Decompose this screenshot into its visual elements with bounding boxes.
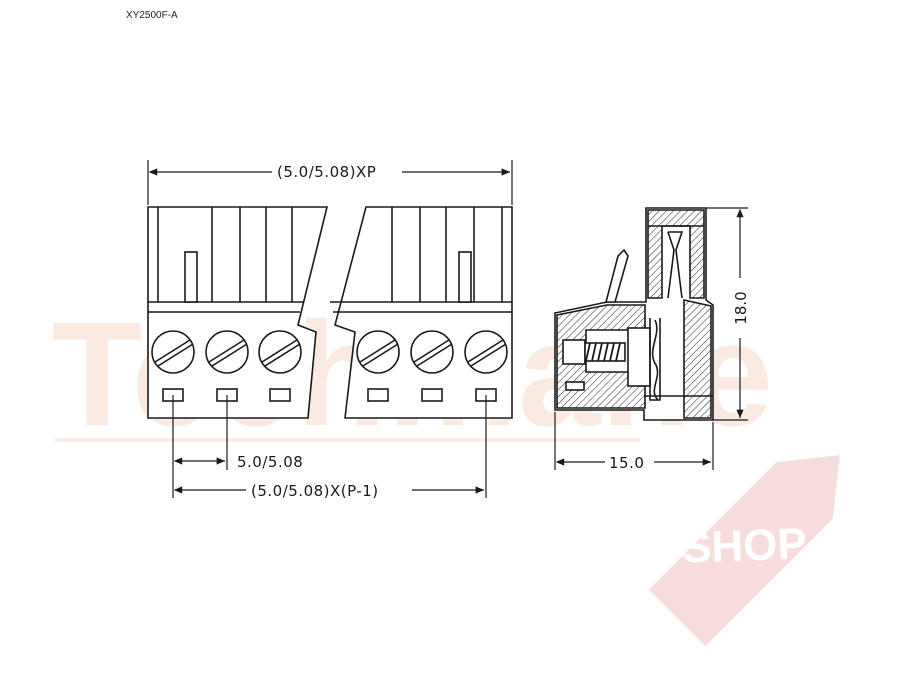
screw-1 (151, 330, 195, 374)
part-number-label: XY2500F-A (126, 10, 178, 21)
side-dimensions (554, 207, 748, 470)
overall-width-dimension: (5.0/5.08)XP (277, 163, 376, 181)
pin-span-dimension: (5.0/5.08)X(P-1) (251, 482, 379, 500)
peg-right (458, 251, 472, 303)
front-dimensions (147, 160, 513, 498)
screw-5 (410, 330, 454, 374)
peg-left (184, 251, 198, 303)
wire-entry-5 (421, 388, 443, 402)
screw-6 (464, 330, 508, 374)
side-screw-head (562, 339, 586, 365)
height-dimension: 18.0 (732, 291, 750, 324)
screw-heads (151, 330, 508, 374)
screw-4 (356, 330, 400, 374)
depth-dimension: 15.0 (609, 454, 644, 472)
screw-3 (258, 330, 302, 374)
pitch-dimension: 5.0/5.08 (237, 453, 303, 471)
watermark-shop-text: SHOP (681, 519, 807, 572)
side-view (554, 207, 714, 421)
watermark-shop-tag (648, 455, 840, 647)
tag-hole-icon (680, 468, 708, 496)
wire-entry-4 (367, 388, 389, 402)
screw-2 (205, 330, 249, 374)
wire-entry-3 (269, 388, 291, 402)
